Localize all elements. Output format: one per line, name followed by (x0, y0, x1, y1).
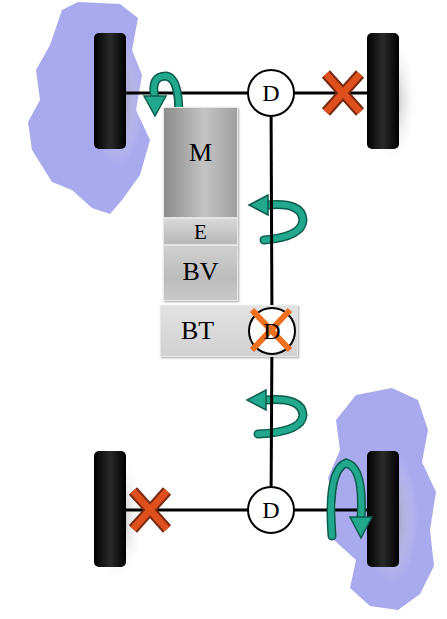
component-box: BT D (160, 305, 298, 357)
wheel (94, 33, 126, 149)
component-box: E (163, 218, 238, 245)
differential-circle: D (247, 486, 295, 534)
mud-patch (28, 2, 150, 214)
component-box: M (163, 107, 238, 218)
component-label: BV (182, 259, 218, 285)
component-label: BT (181, 318, 214, 344)
component-label: D (262, 498, 279, 522)
drive-shaft (270, 117, 274, 307)
wheel (367, 33, 399, 149)
rotation-arrowhead (144, 96, 372, 538)
wheel (94, 451, 126, 567)
mud-patch (328, 388, 436, 610)
component-label: E (194, 222, 207, 243)
blocked-cross (133, 74, 360, 529)
wheel (367, 451, 399, 567)
component-box: BV (163, 245, 238, 301)
component-label: D (263, 319, 280, 343)
component-label: M (189, 140, 212, 166)
drive-shaft (270, 355, 274, 486)
rotation-arrow (154, 76, 362, 536)
component-label: D (262, 81, 279, 105)
differential-circle: D (247, 69, 295, 117)
